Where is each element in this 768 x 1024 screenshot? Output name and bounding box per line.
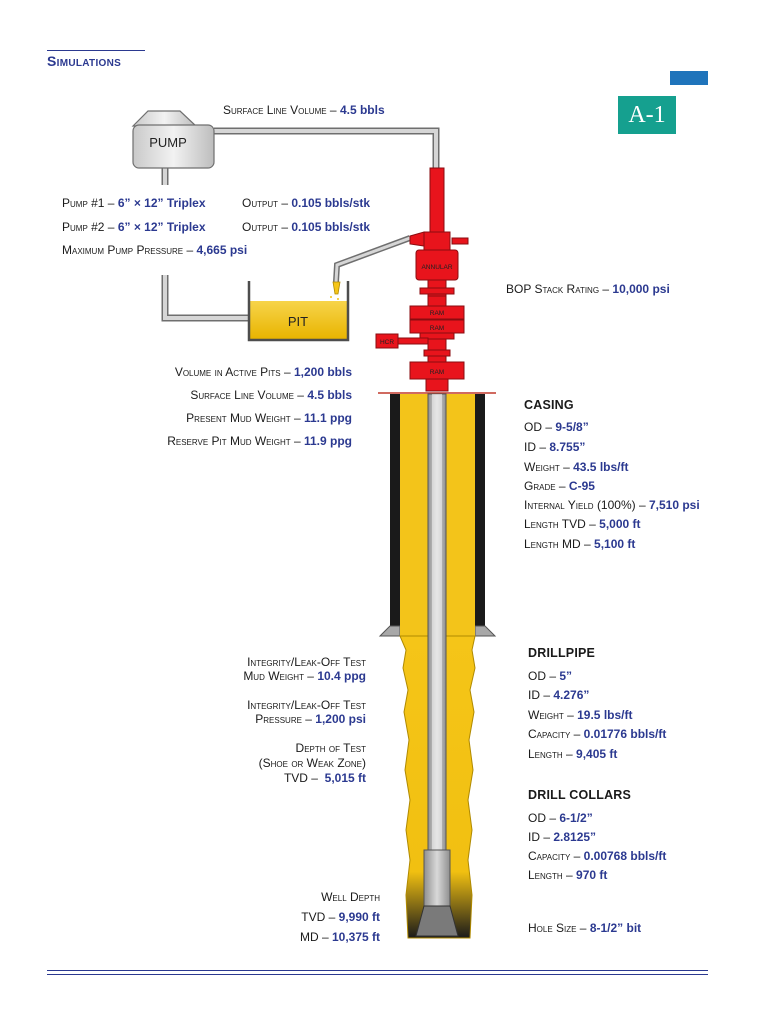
bop-stack: ANNULAR RAM RAM HCR RAM xyxy=(375,167,469,392)
page-badge: A-1 xyxy=(618,96,676,134)
collars-id: ID – 2.8125” xyxy=(528,830,597,844)
hcr-label: HCR xyxy=(380,339,394,346)
ram-label-3: RAM xyxy=(430,369,444,376)
pump-label: PUMP xyxy=(149,135,187,150)
drillpipe-capacity: Capacity – 0.01776 bbls/ft xyxy=(528,727,667,741)
pump1-output: Output – 0.105 bbls/stk xyxy=(242,196,371,210)
section-title-rule xyxy=(47,50,145,51)
casing-internal-yield: Internal Yield (100%) – 7,510 psi xyxy=(524,498,700,512)
surface-line xyxy=(214,127,440,172)
pump: PUMP xyxy=(131,110,215,169)
well-depth-tvd: TVD – 9,990 ft xyxy=(301,910,380,924)
collars-length: Length – 970 ft xyxy=(528,868,608,882)
collars-od: OD – 6-1/2” xyxy=(528,811,593,825)
pit-label: PIT xyxy=(288,314,308,329)
reserve-pit-mud-weight: Reserve Pit Mud Weight – 11.9 ppg xyxy=(167,434,352,448)
max-pump-pressure: Maximum Pump Pressure – 4,665 psi xyxy=(62,243,248,257)
casing-grade: Grade – C-95 xyxy=(524,479,595,493)
drillpipe-od: OD – 5” xyxy=(528,669,573,683)
ram-label-1: RAM xyxy=(430,310,444,317)
pump2-spec: Pump #2 – 6” × 12” Triplex xyxy=(62,220,206,234)
footer-rule xyxy=(47,974,708,975)
pump1-spec: Pump #1 – 6” × 12” Triplex xyxy=(62,196,206,210)
collars-capacity: Capacity – 0.00768 bbls/ft xyxy=(528,849,667,863)
test-depth-note: (Shoe or Weak Zone) xyxy=(258,756,366,770)
drillpipe-id: ID – 4.276” xyxy=(528,688,590,702)
drill-collars xyxy=(415,849,459,937)
drillpipe-length: Length – 9,405 ft xyxy=(528,747,618,761)
footer-rule xyxy=(47,970,708,971)
pump2-output: Output – 0.105 bbls/stk xyxy=(242,220,371,234)
well-depth-md: MD – 10,375 ft xyxy=(299,930,380,944)
lot-pressure: Pressure – 1,200 psi xyxy=(255,712,366,726)
drillpipe-weight: Weight – 19.5 lbs/ft xyxy=(528,708,633,722)
mud-pit: PIT xyxy=(247,281,350,342)
present-mud-weight: Present Mud Weight – 11.1 ppg xyxy=(186,411,352,425)
drillpipe xyxy=(427,393,447,851)
lot-mud-weight: Mud Weight – 10.4 ppg xyxy=(243,669,366,683)
ram-label-2: RAM xyxy=(430,325,444,332)
bop-stack-rating: BOP Stack Rating – 10,000 psi xyxy=(506,282,670,296)
surface-line-volume-pit: Surface Line Volume – 4.5 bbls xyxy=(190,388,352,402)
drill-collars-heading: DRILL COLLARS xyxy=(528,788,632,802)
lot-pressure-title: Integrity/Leak-Off Test xyxy=(247,698,366,712)
casing-length-tvd: Length TVD – 5,000 ft xyxy=(524,517,641,531)
section-tab-marker xyxy=(670,71,708,85)
suction-line xyxy=(161,168,248,322)
test-depth-title: Depth of Test xyxy=(295,741,366,755)
lot-mud-weight-title: Integrity/Leak-Off Test xyxy=(247,655,366,669)
casing-heading: CASING xyxy=(524,398,574,412)
casing-id: ID – 8.755” xyxy=(524,440,586,454)
section-title: Simulations xyxy=(47,53,122,69)
hole-size: Hole Size – 8-1/2” bit xyxy=(528,921,642,935)
drillpipe-heading: DRILLPIPE xyxy=(528,646,596,660)
casing-weight: Weight – 43.5 lbs/ft xyxy=(524,460,629,474)
casing xyxy=(378,394,497,637)
casing-length-md: Length MD – 5,100 ft xyxy=(524,537,636,551)
annular-label: ANNULAR xyxy=(421,264,452,271)
return-line xyxy=(330,235,412,300)
casing-od: OD – 9-5/8” xyxy=(524,420,589,434)
well-depth-title: Well Depth xyxy=(321,890,380,904)
surface-line-volume-top: Surface Line Volume – 4.5 bbls xyxy=(223,103,385,117)
active-pit-volume: Volume in Active Pits – 1,200 bbls xyxy=(174,365,352,379)
test-depth-tvd: TVD – 5,015 ft xyxy=(283,771,366,785)
